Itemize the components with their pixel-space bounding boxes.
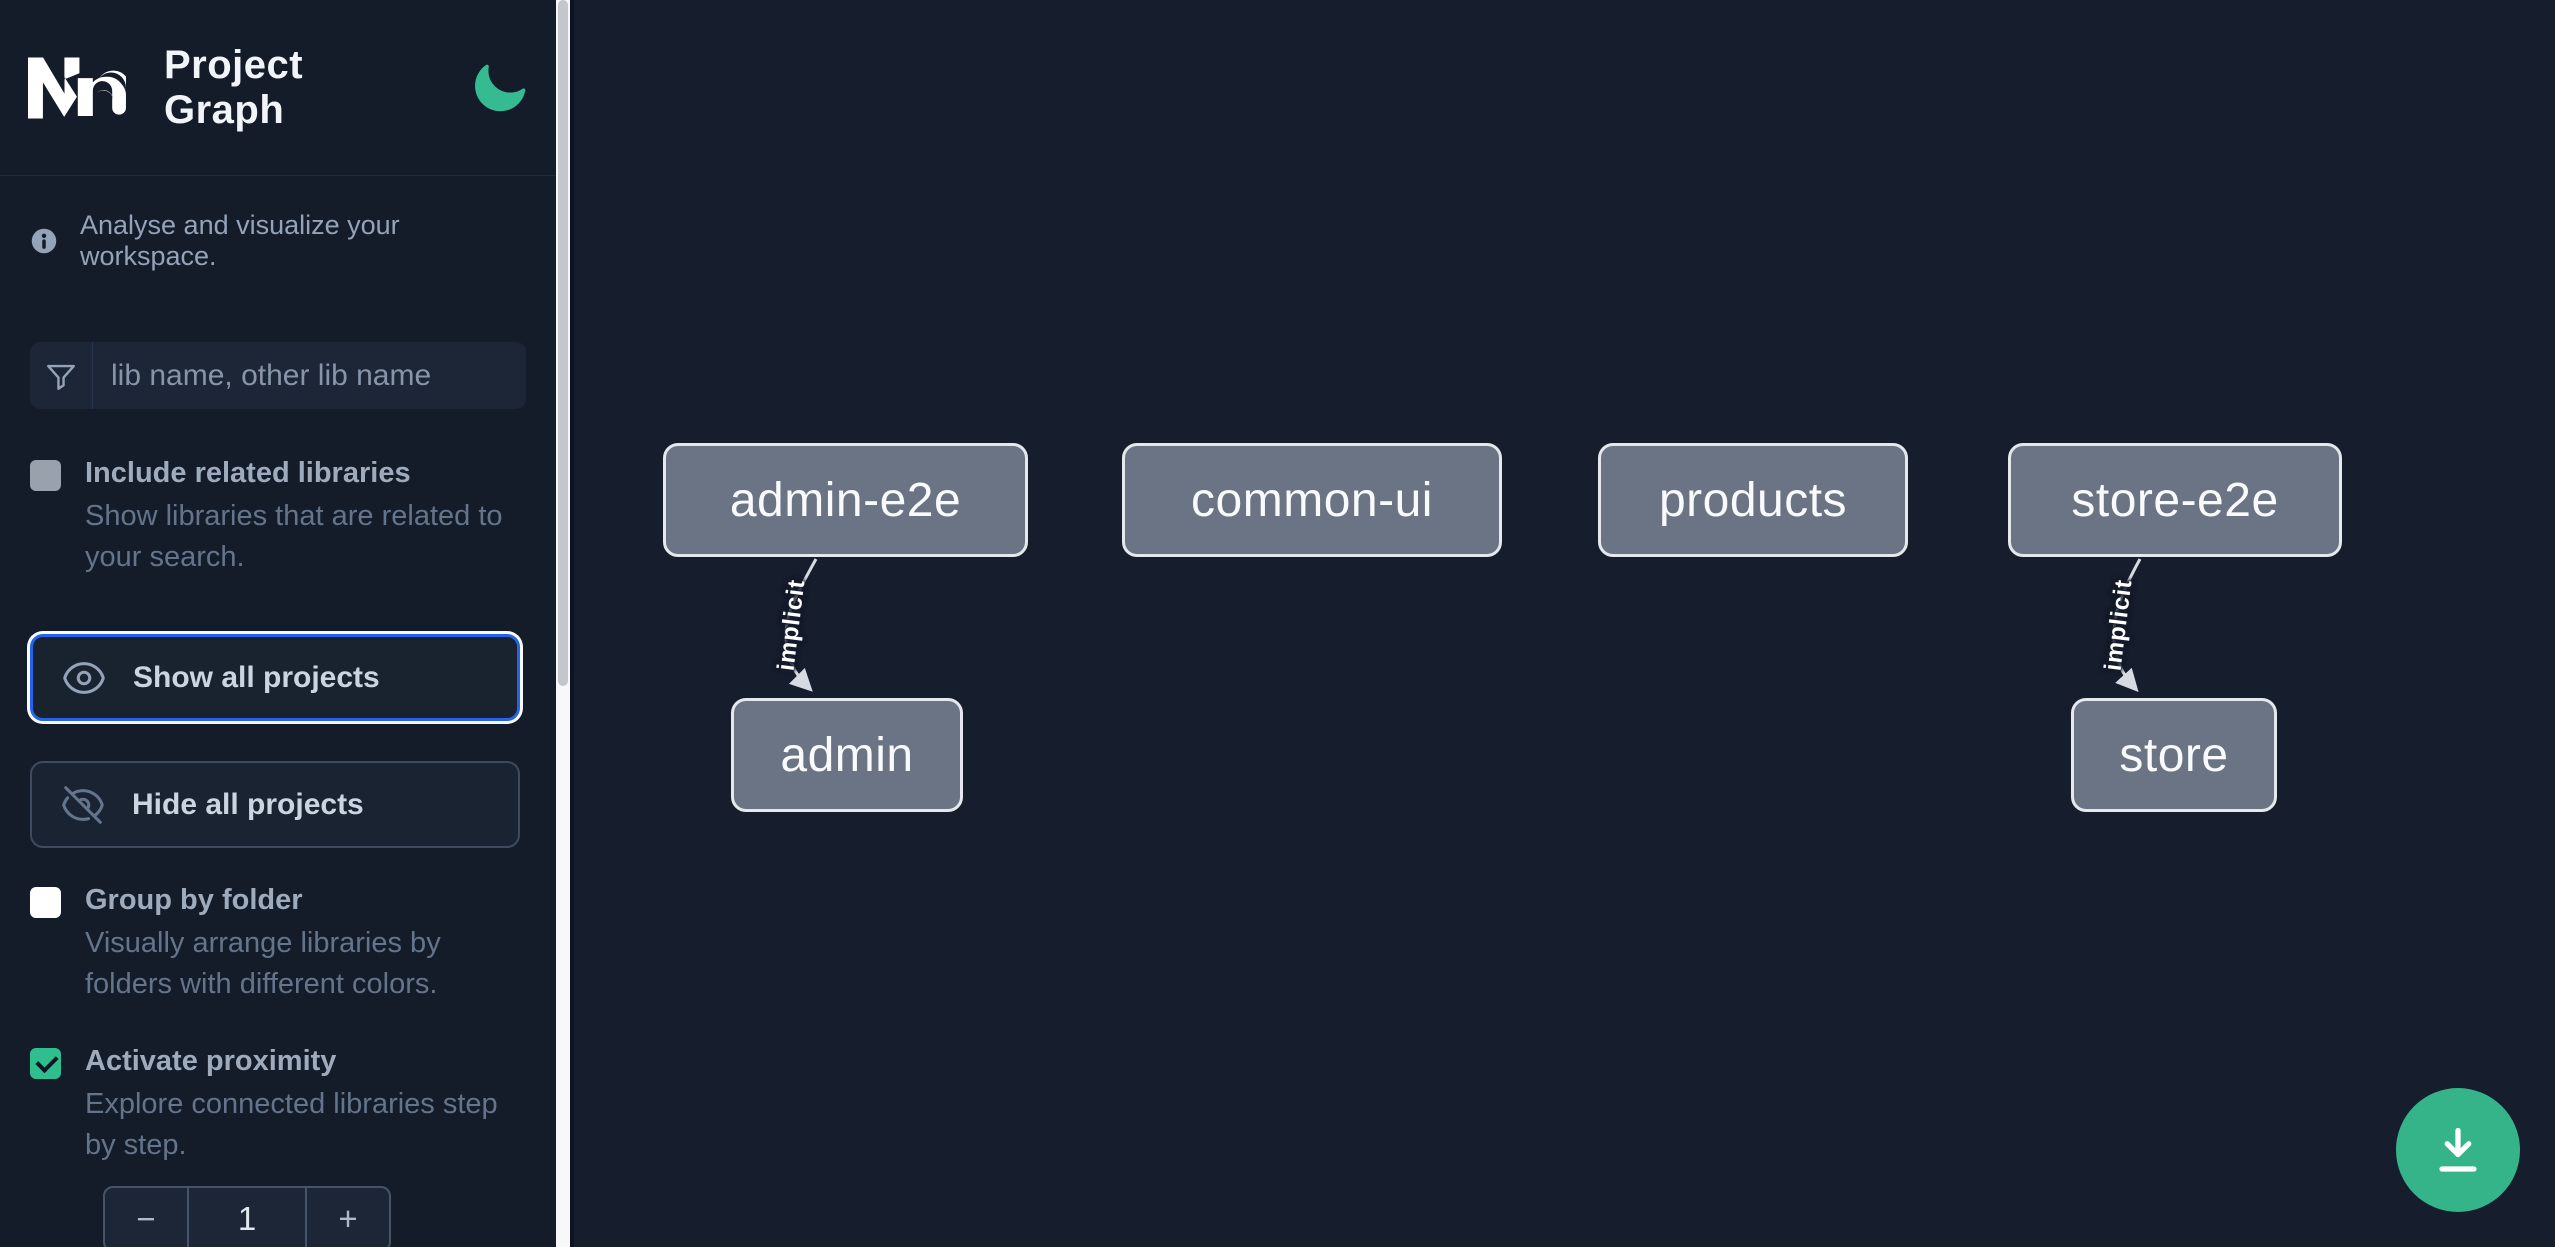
hide-all-projects-button[interactable]: Hide all projects: [30, 761, 520, 848]
proximity-increment-button[interactable]: +: [307, 1188, 389, 1247]
sidebar: Project Graph Analyse and visualize your…: [0, 0, 556, 1247]
download-image-button[interactable]: [2396, 1088, 2520, 1212]
download-icon: [2439, 1127, 2477, 1172]
filter-input[interactable]: [93, 342, 526, 409]
show-all-projects-button[interactable]: Show all projects: [30, 634, 520, 721]
option-group-by-folder: Group by folder Visually arrange librari…: [30, 884, 526, 1005]
graph-node-store-e2e[interactable]: store-e2e: [2008, 443, 2342, 557]
group-by-folder-checkbox[interactable]: [30, 887, 61, 918]
page-title: Project Graph: [164, 42, 304, 132]
eye-icon: [63, 661, 105, 694]
proximity-value: 1: [187, 1188, 307, 1247]
theme-toggle-button[interactable]: [470, 59, 528, 117]
option-description: Show libraries that are related to your …: [85, 500, 503, 573]
sidebar-header: Project Graph: [0, 0, 556, 176]
hide-all-projects-label: Hide all projects: [132, 787, 364, 821]
graph-canvas[interactable]: admin-e2e common-ui products store-e2e a…: [570, 0, 2555, 1247]
graph-node-common-ui[interactable]: common-ui: [1122, 443, 1502, 557]
option-activate-proximity: Activate proximity Explore connected lib…: [30, 1045, 526, 1166]
sidebar-scrollbar[interactable]: [556, 0, 570, 1247]
graph-node-admin[interactable]: admin: [731, 698, 963, 812]
tagline-text: Analyse and visualize your workspace.: [80, 210, 400, 271]
include-related-checkbox[interactable]: [30, 460, 61, 491]
moon-icon: [475, 64, 526, 111]
graph-node-store[interactable]: store: [2071, 698, 2277, 812]
tagline-row: Analyse and visualize your workspace.: [30, 210, 526, 272]
proximity-decrement-button[interactable]: −: [105, 1188, 187, 1247]
graph-node-products[interactable]: products: [1598, 443, 1908, 557]
info-icon: [31, 228, 57, 254]
proximity-stepper: − 1 +: [103, 1186, 391, 1247]
sidebar-scrollbar-thumb[interactable]: [558, 0, 568, 686]
option-label: Group by folder: [85, 884, 303, 916]
option-description: Visually arrange libraries by folders wi…: [85, 927, 441, 1000]
edge-label-implicit: implicit: [2099, 577, 2138, 673]
graph-edges: [784, 558, 2142, 692]
edge-label-implicit: implicit: [772, 577, 811, 673]
filter-box: [30, 342, 526, 409]
eye-slash-icon: [62, 785, 104, 824]
activate-proximity-checkbox[interactable]: [30, 1048, 61, 1079]
option-label: Activate proximity: [85, 1045, 337, 1077]
option-label: Include related libraries: [85, 457, 411, 489]
show-all-projects-label: Show all projects: [133, 660, 380, 694]
option-description: Explore connected libraries step by step…: [85, 1088, 498, 1161]
option-include-related: Include related libraries Show libraries…: [30, 457, 526, 578]
funnel-icon: [30, 342, 93, 409]
graph-node-admin-e2e[interactable]: admin-e2e: [663, 443, 1028, 557]
nx-logo-icon: [28, 57, 126, 118]
